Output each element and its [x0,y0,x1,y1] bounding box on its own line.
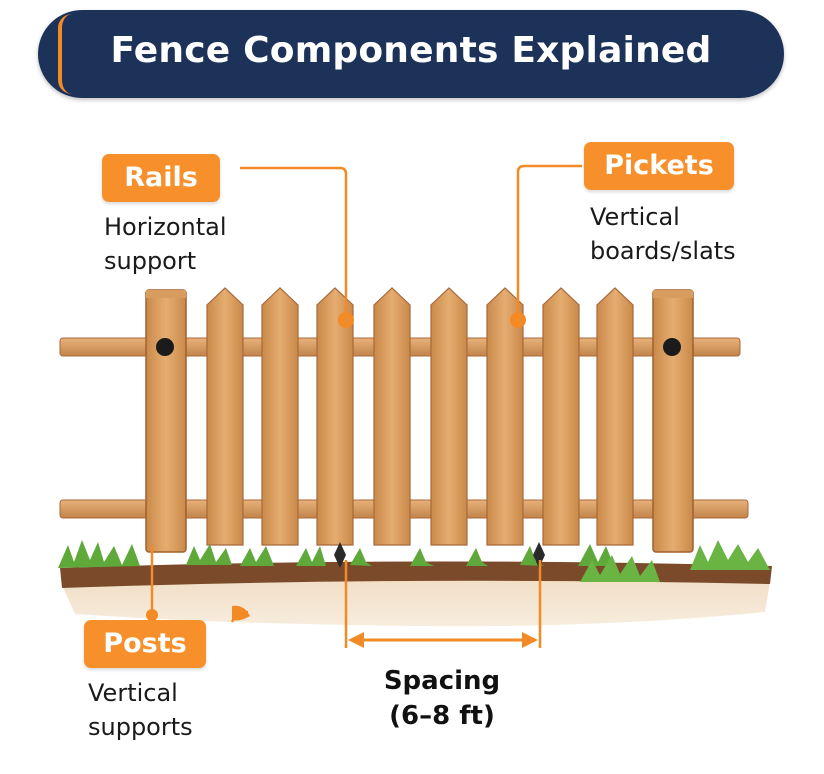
arrow-right-icon [522,632,538,648]
posts-desc-line1: Vertical [88,679,178,707]
bolt-icon [156,338,174,356]
leader-dots [146,312,526,621]
page-title: Fence Components Explained [110,30,712,71]
pickets-badge: Pickets [584,142,734,190]
grass [58,540,770,582]
rails-description: Horizontal support [104,210,227,278]
posts-badge: Posts [84,620,206,668]
spacing-line1: Spacing [383,666,501,696]
posts-desc-line2: supports [88,713,193,741]
ground [60,561,772,627]
rails-desc-line1: Horizontal [104,213,227,241]
posts-description: Vertical supports [88,676,193,744]
spacing-line2: (6–8 ft) [389,701,495,731]
arrow-left-icon [348,632,364,648]
pickets-desc-line2: boards/slats [590,237,736,265]
rails-badge: Rails [102,154,220,202]
title-accent [58,14,72,94]
bolt-icon [663,338,681,356]
pickets-description: Vertical boards/slats [590,200,736,268]
rails-desc-line2: support [104,247,197,275]
spacing-label: Spacing (6–8 ft) [360,664,524,734]
title-banner: Fence Components Explained [38,10,784,98]
fence-pickets [206,287,634,546]
pickets-desc-line1: Vertical [590,203,680,231]
fence-posts [145,289,694,553]
spacing-markers [334,542,545,648]
